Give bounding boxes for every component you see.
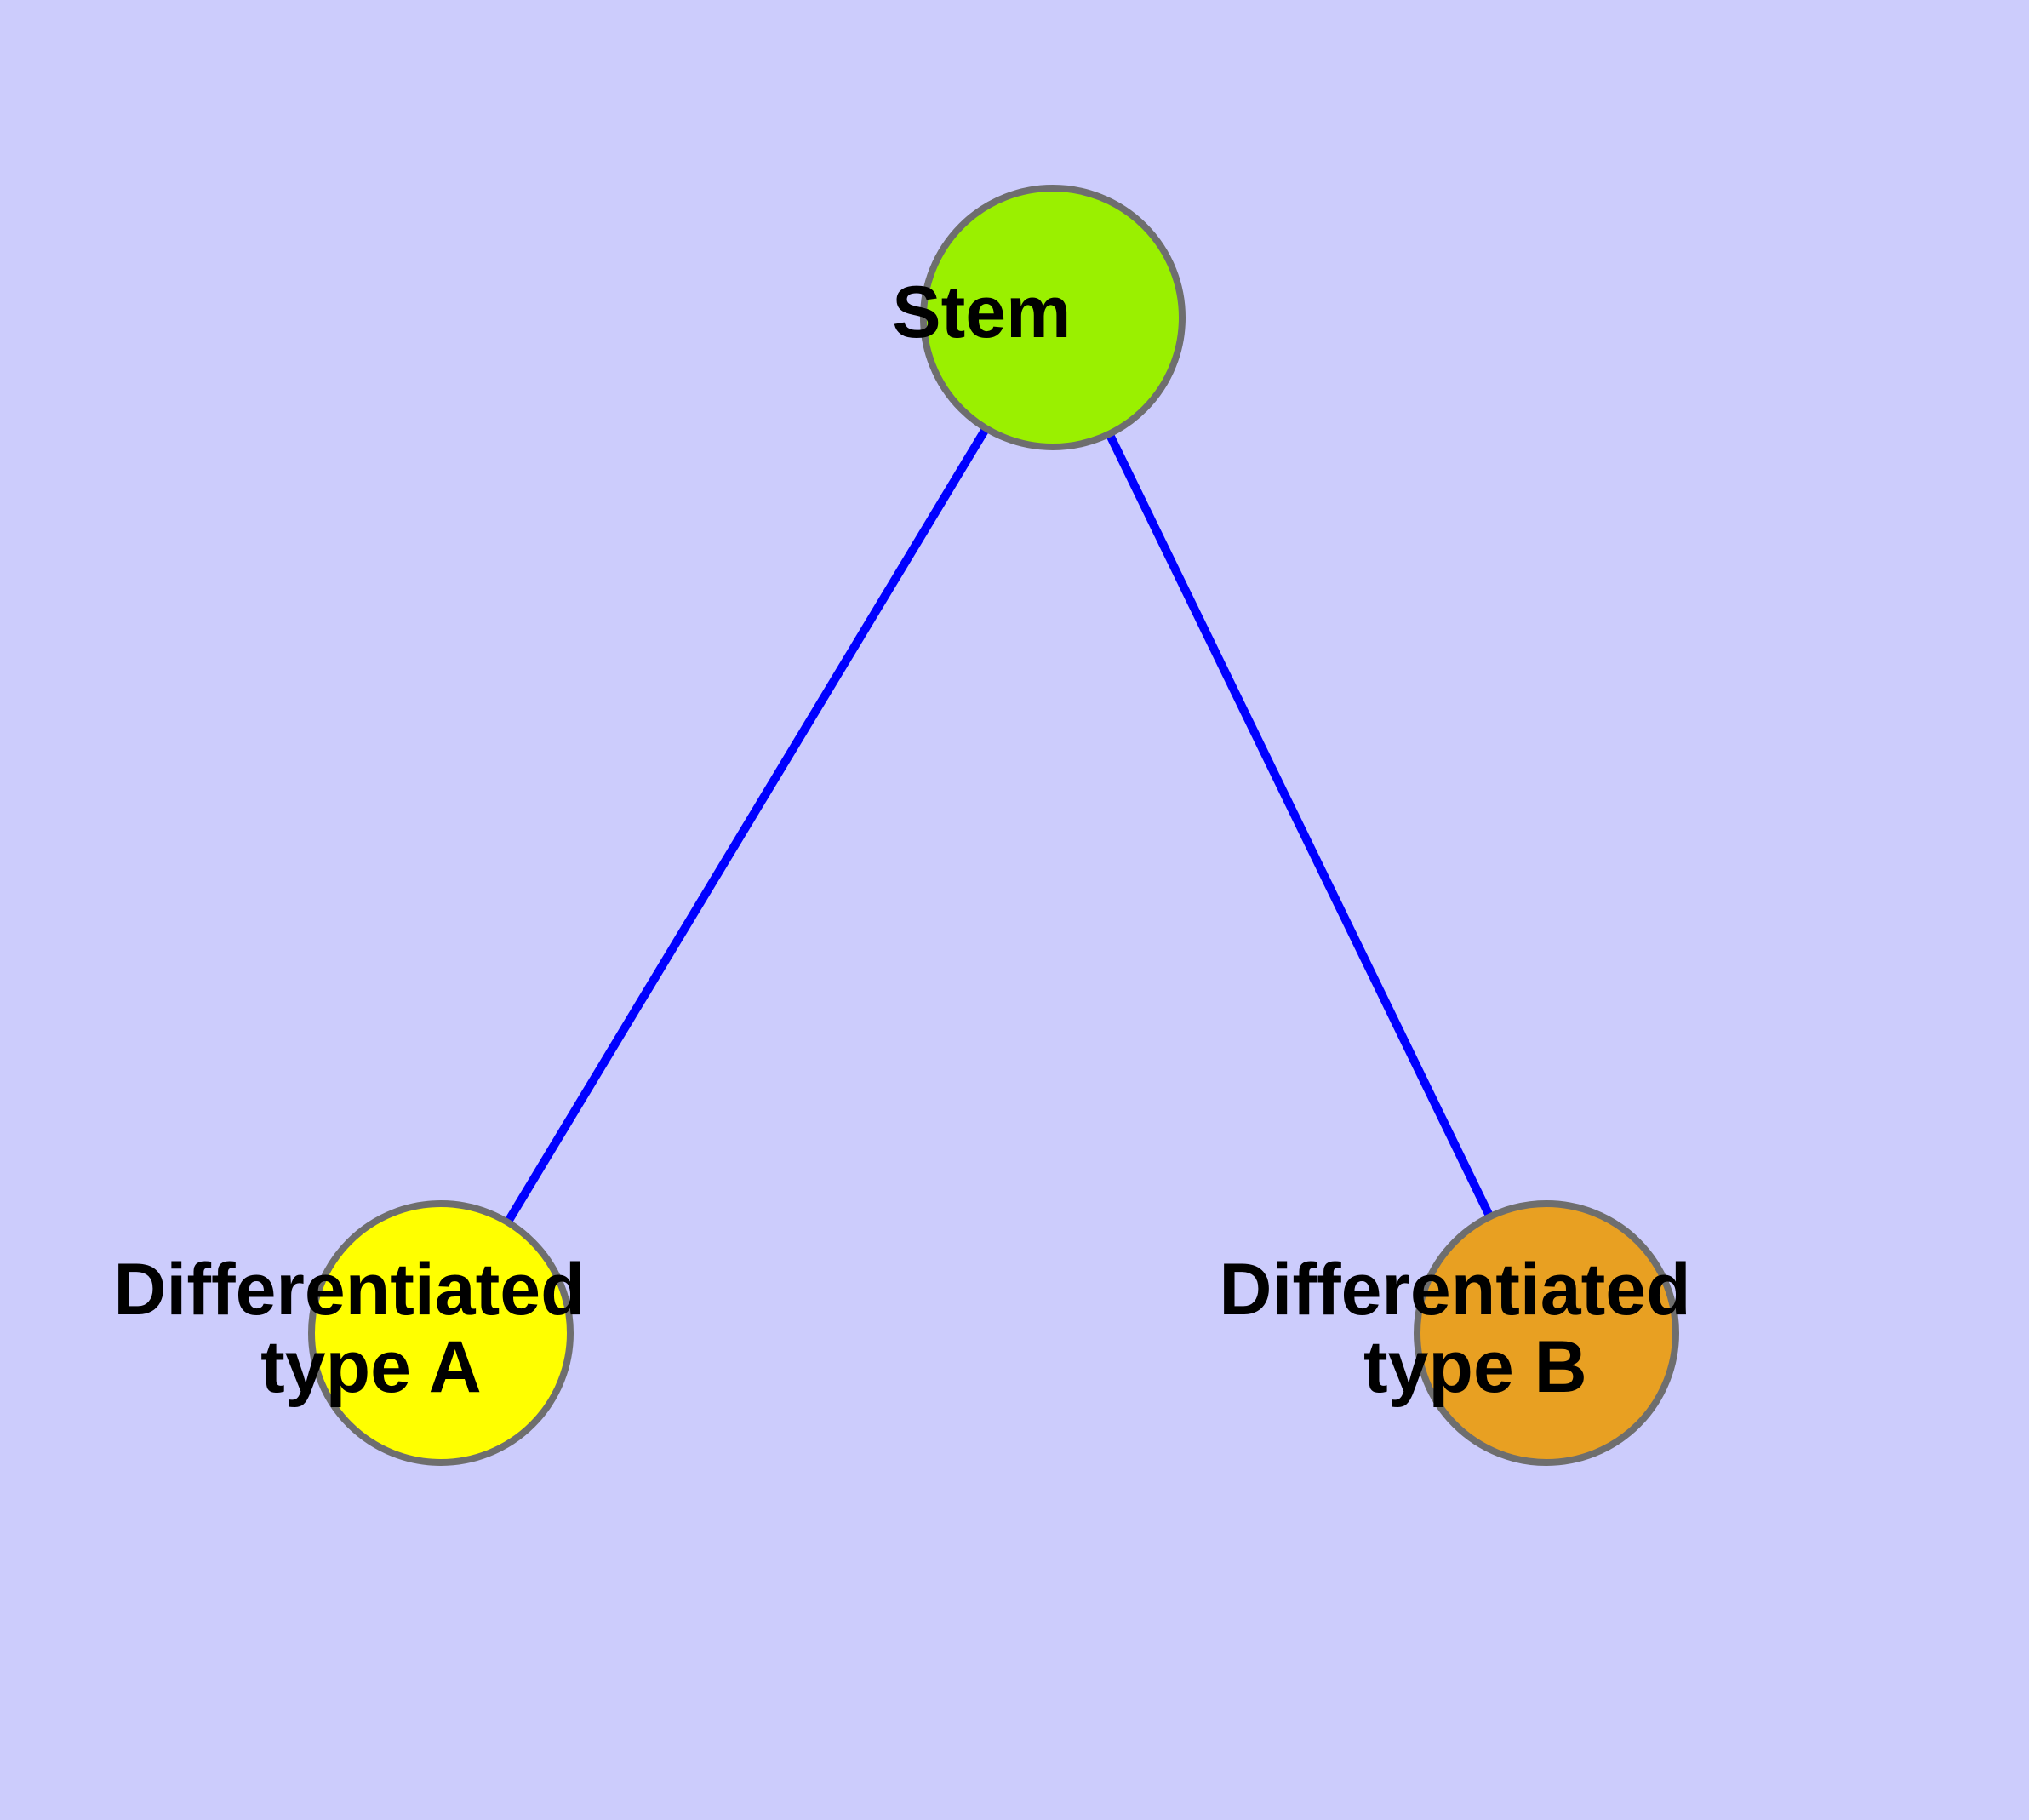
node-label-stem: Stem (892, 272, 1214, 353)
edge-stem-to-differentiated-type-b[interactable] (1049, 315, 1551, 1336)
node-differentiated-type-a[interactable] (308, 1200, 574, 1466)
node-label-differentiated-type-a: Differentiated type A (113, 1249, 768, 1408)
node-label-differentiated-type-b: Differentiated type B (1219, 1249, 1873, 1408)
node-stem-circle[interactable] (920, 185, 1186, 450)
edge-stem-to-differentiated-type-a[interactable] (437, 315, 1057, 1336)
node-differentiated-type-a-circle[interactable] (308, 1200, 574, 1466)
node-label-stem-line-1: Stem (892, 272, 1071, 353)
label-layer: Stem Differentiated type A Differentiate… (113, 272, 1873, 1408)
node-differentiated-type-b[interactable] (1414, 1200, 1679, 1466)
node-label-differentiated-type-a-line-2: type A (260, 1326, 480, 1408)
node-label-differentiated-type-b-line-2: type B (1363, 1326, 1587, 1408)
node-label-differentiated-type-a-line-1: Differentiated (113, 1249, 585, 1331)
node-label-differentiated-type-b-line-1: Differentiated (1219, 1249, 1690, 1331)
edge-layer (437, 315, 1551, 1336)
node-differentiated-type-b-circle[interactable] (1414, 1200, 1679, 1466)
node-stem[interactable] (920, 185, 1186, 450)
